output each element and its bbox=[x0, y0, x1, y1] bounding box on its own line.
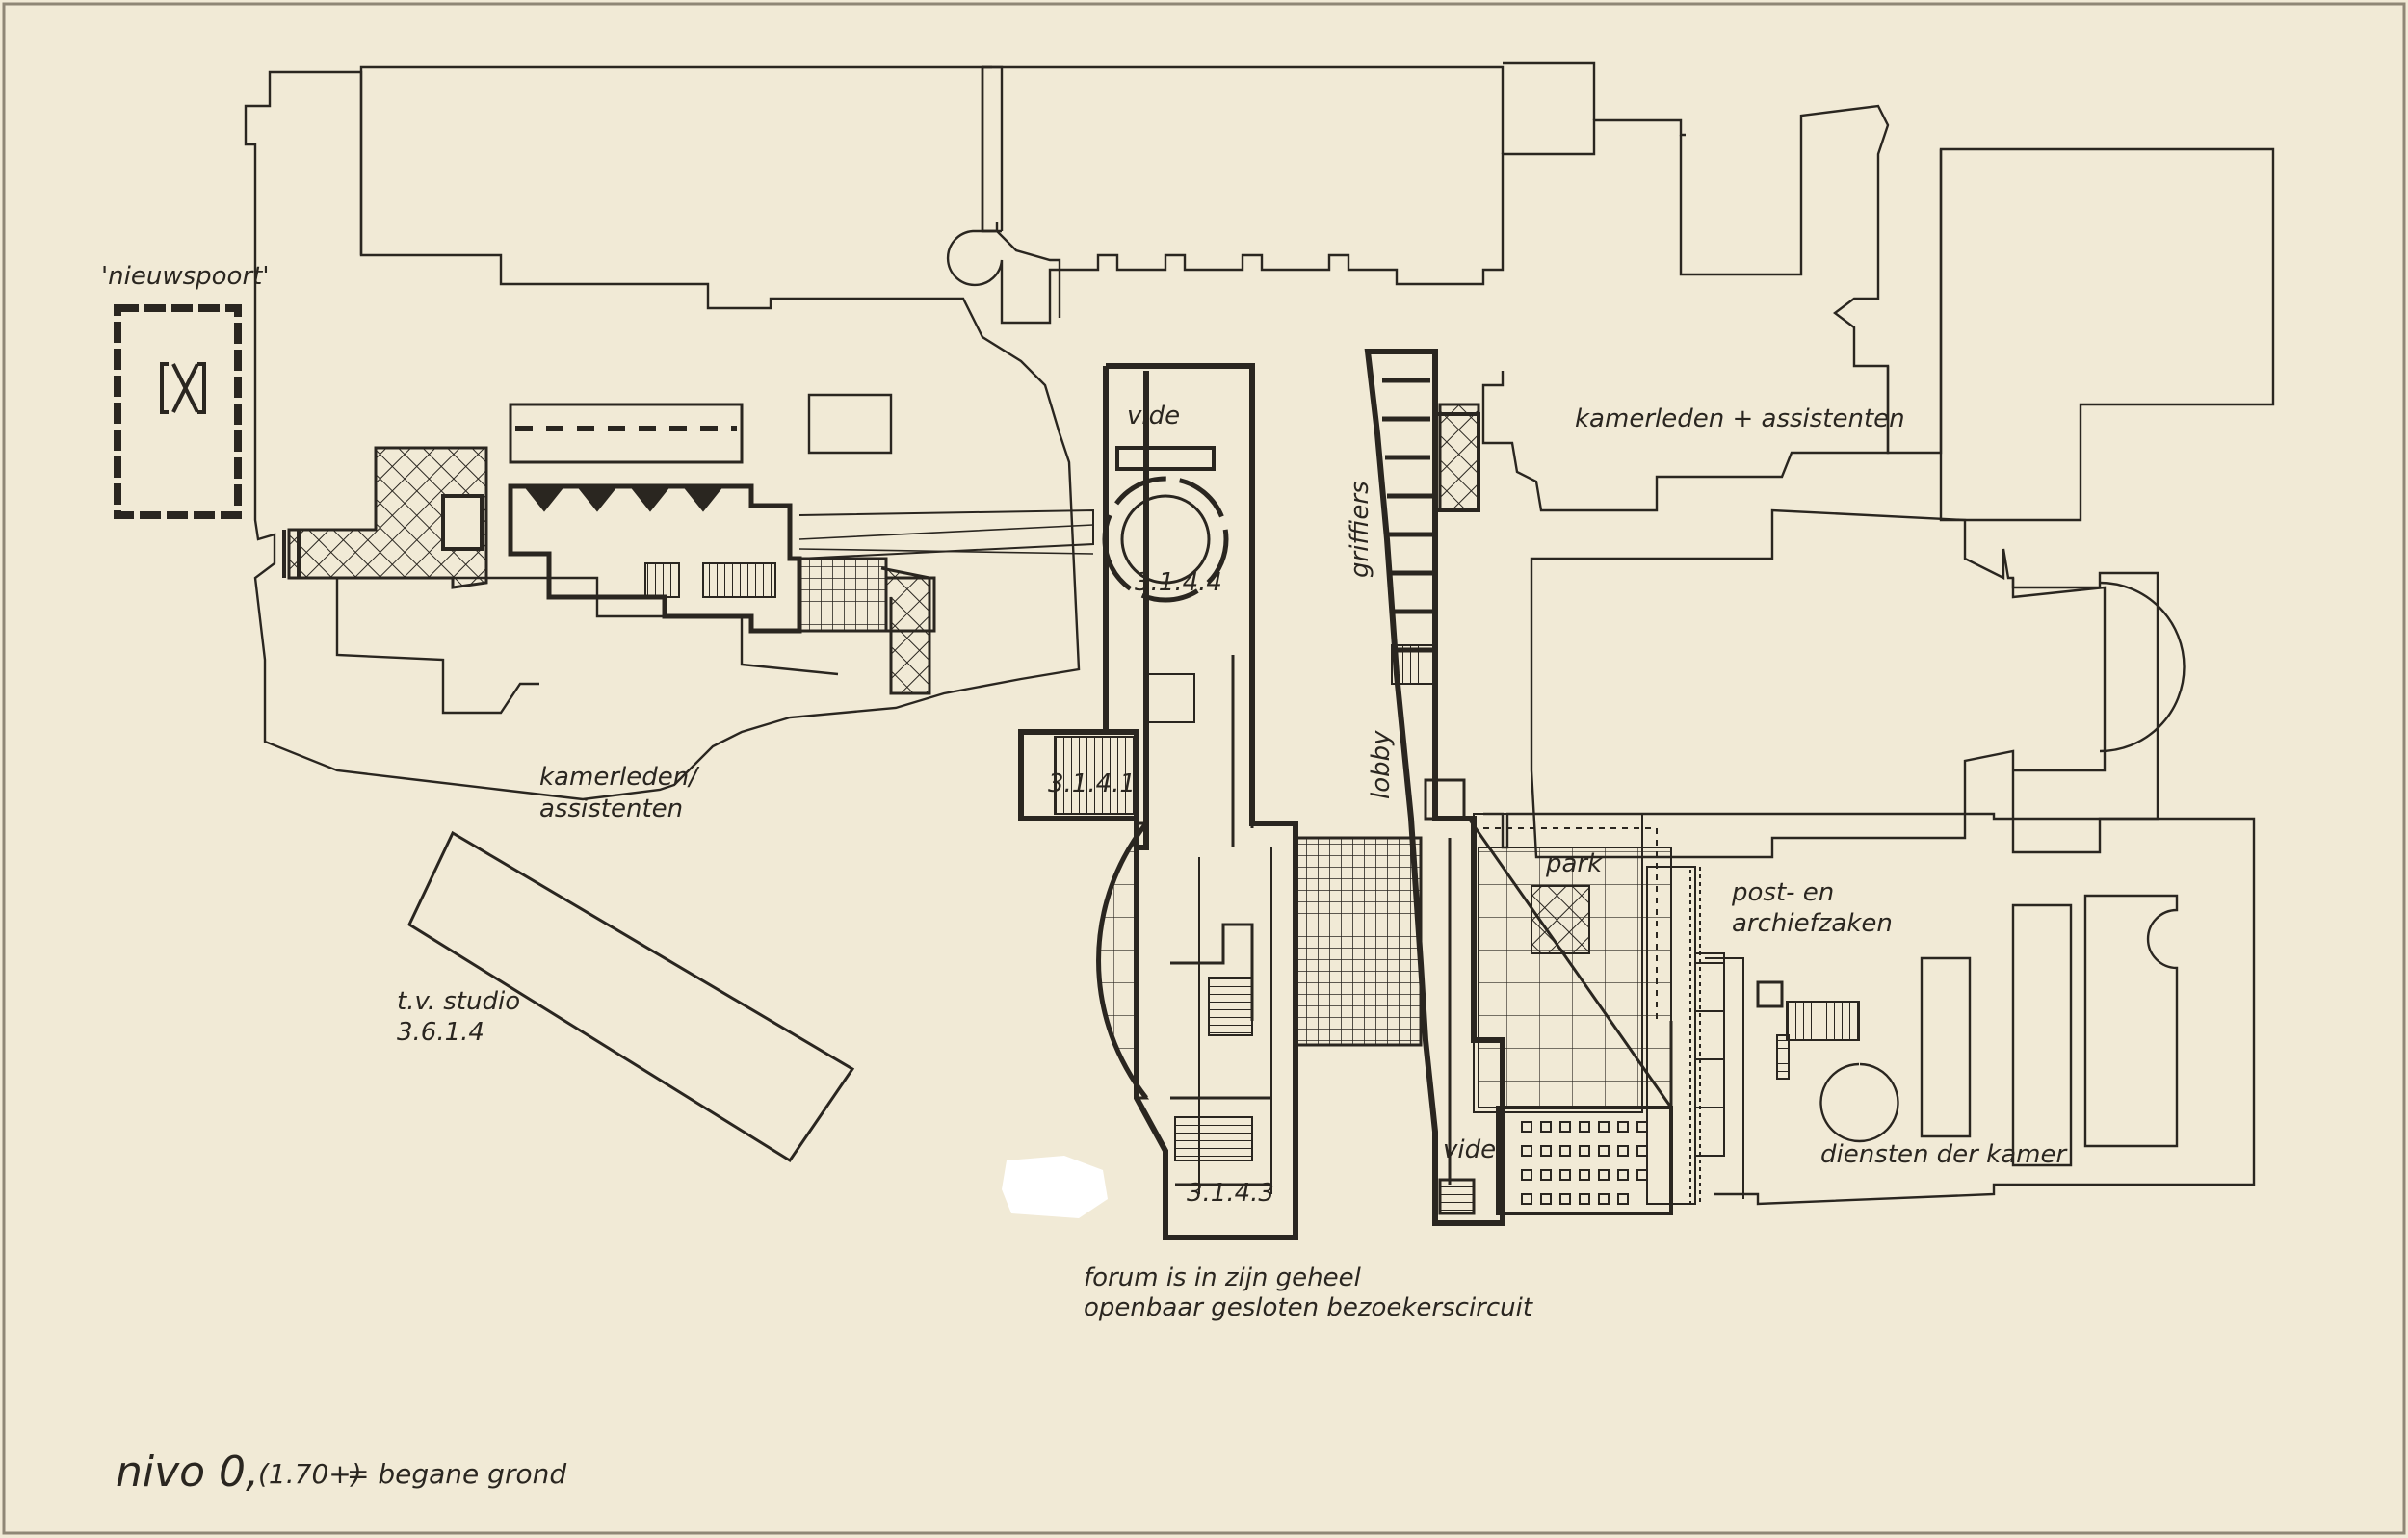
label-vide-top: vide bbox=[1127, 402, 1180, 430]
west-wing bbox=[282, 446, 488, 589]
title-suffix: = begane grond bbox=[347, 1458, 566, 1490]
label-room-3144: 3.1.4.4 bbox=[1135, 568, 1222, 597]
central-wing bbox=[508, 403, 1094, 695]
label-tv-studio-line1: t.v. studio bbox=[397, 987, 520, 1016]
label-nieuwspoort: 'nieuwspoort' bbox=[101, 262, 269, 291]
context-buildings bbox=[244, 61, 2275, 1206]
label-kamerleden-left-line2: assistenten bbox=[539, 795, 683, 823]
title-elevation: (1.70+) bbox=[258, 1458, 362, 1490]
label-room-3143: 3.1.4.3 bbox=[1187, 1179, 1274, 1208]
label-park: park bbox=[1545, 849, 1603, 878]
label-kamerleden-left-line1: kamerleden/ bbox=[539, 763, 700, 792]
label-kamerleden-assistenten-right: kamerleden + assistenten bbox=[1575, 404, 1905, 433]
label-forum-line1: forum is in zijn geheel bbox=[1084, 1264, 1362, 1292]
label-vide-bottom: vide bbox=[1443, 1135, 1496, 1164]
label-post-line2: archiefzaken bbox=[1732, 909, 1893, 938]
label-room-3141: 3.1.4.1 bbox=[1048, 769, 1136, 798]
forum-block bbox=[1018, 363, 1423, 1240]
label-griffiers: griffiers bbox=[1346, 481, 1374, 578]
nieuwspoort-building bbox=[114, 304, 242, 519]
post-archief-block bbox=[1646, 866, 1860, 1205]
title-main: nivo 0, bbox=[116, 1447, 259, 1497]
label-lobby: lobby bbox=[1367, 730, 1396, 799]
tv-studio-slab bbox=[407, 830, 855, 1163]
label-forum-line2: openbaar gesloten bezoekerscircuit bbox=[1084, 1293, 1533, 1322]
label-tv-studio-line2: 3.6.1.4 bbox=[397, 1018, 484, 1047]
lobby-strip bbox=[1364, 349, 1505, 1226]
label-diensten: diensten der kamer bbox=[1820, 1140, 2068, 1169]
correction-patch bbox=[1002, 1156, 1108, 1218]
park-court bbox=[1467, 813, 1725, 1215]
label-post-line1: post- en bbox=[1731, 878, 1834, 907]
drawing-title: nivo 0, (1.70+) = begane grond bbox=[116, 1447, 566, 1497]
